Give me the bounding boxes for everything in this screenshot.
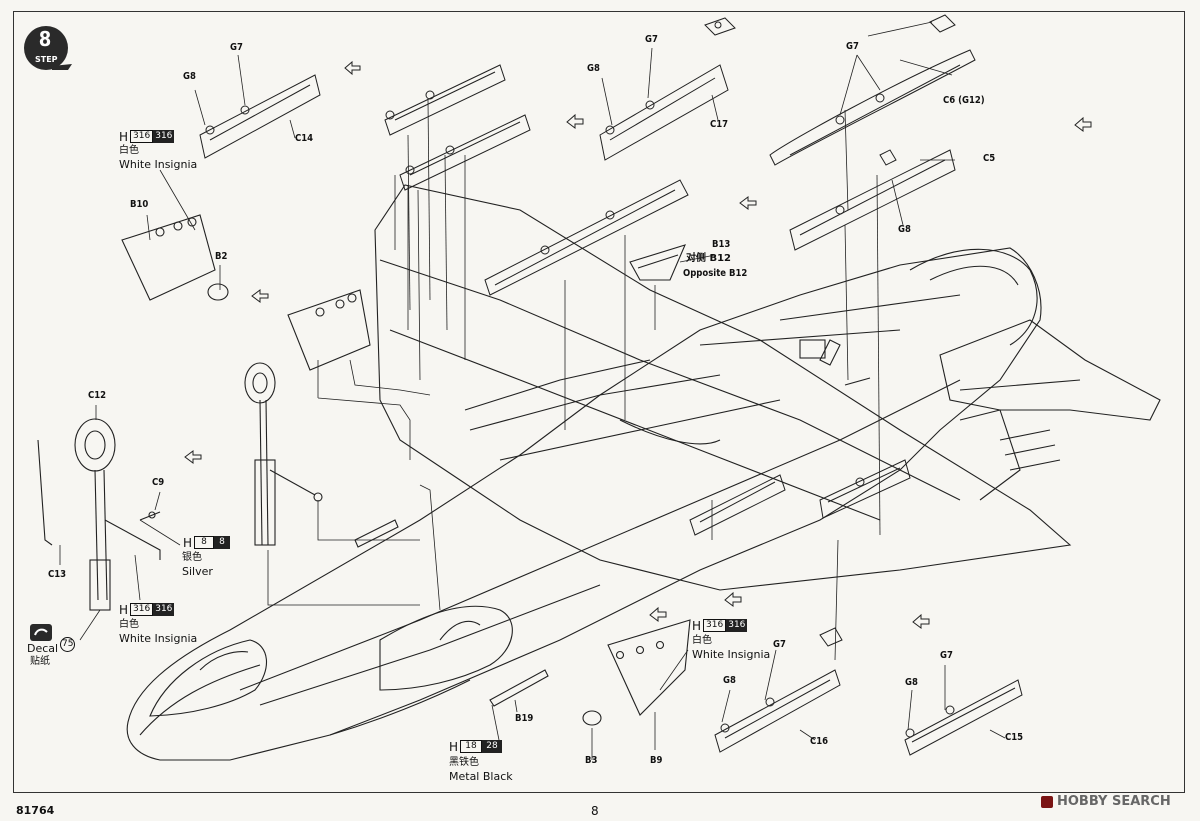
watermark: HOBBY SEARCH — [1041, 794, 1171, 809]
aircraft-tailplane — [799, 319, 1161, 421]
part-label: B10 — [130, 199, 149, 210]
part-label: C16 — [810, 736, 829, 747]
step-number: 8 — [38, 27, 52, 51]
decal-label-en: Decal — [27, 642, 59, 655]
part-label: G8 — [905, 677, 918, 688]
part-label: C17 — [710, 119, 729, 130]
part-label: C15 — [1005, 732, 1024, 743]
paint-name-cn: 白色 — [692, 635, 712, 646]
decal-label-cn: 贴纸 — [30, 656, 50, 667]
part-label: G7 — [645, 34, 658, 45]
paint-brand: H — [449, 739, 459, 754]
part-label: B3 — [585, 755, 598, 766]
part-label: G8 — [898, 224, 911, 235]
paint-name-en: White Insignia — [119, 158, 198, 171]
paint-name-en: Silver — [182, 565, 213, 578]
part-label: G7 — [940, 650, 953, 661]
kit-number: 81764 — [16, 804, 55, 817]
paint-code-outline: 8 — [194, 536, 215, 549]
paint-name-en: White Insignia — [119, 632, 198, 645]
part-label: G8 — [587, 63, 600, 74]
part-label: G7 — [230, 42, 243, 53]
paint-code-fill: 316 — [153, 603, 175, 616]
part-label: C6 (G12) — [943, 95, 985, 106]
part-label: Opposite B12 — [683, 268, 748, 279]
paint-code-outline: 18 — [460, 740, 483, 753]
paint-code-outline: 316 — [130, 130, 154, 143]
paint-brand: H — [692, 618, 702, 633]
part-label: B19 — [515, 713, 534, 724]
paint-brand: H — [119, 602, 129, 617]
aircraft-wing — [374, 184, 1072, 591]
paint-code-fill: 28 — [482, 740, 503, 753]
paint-name-cn: 白色 — [119, 145, 139, 156]
part-label: G7 — [846, 41, 859, 52]
decal-callout — [29, 623, 57, 647]
watermark-logo-icon — [1041, 795, 1053, 808]
paint-code: H 316 316 — [119, 129, 175, 144]
paint-code: H 18 28 — [449, 739, 503, 754]
paint-code-outline: 316 — [130, 603, 154, 616]
paint-brand: H — [119, 129, 129, 144]
part-label: 对侧 B12 — [686, 253, 732, 264]
landing-gear — [37, 214, 691, 726]
page-number: 8 — [591, 804, 599, 818]
part-label: B9 — [650, 755, 663, 766]
decal-number: 75 — [62, 639, 74, 649]
part-label: C12 — [88, 390, 107, 401]
direction-arrows — [184, 60, 1092, 629]
part-label: C9 — [152, 477, 165, 488]
part-label: C13 — [48, 569, 67, 580]
step-badge-icon — [24, 26, 72, 70]
paint-name-cn: 银色 — [182, 552, 202, 563]
decal-icon — [30, 624, 52, 641]
part-label: B2 — [215, 251, 228, 262]
paint-code-outline: 316 — [703, 619, 727, 632]
paint-name-en: Metal Black — [449, 770, 513, 783]
part-label: G8 — [723, 675, 736, 686]
paint-code: H 316 316 — [119, 602, 175, 617]
decal-number-circle — [60, 637, 75, 652]
paint-code: H 8 8 — [183, 535, 231, 550]
paint-name-cn: 白色 — [119, 619, 139, 630]
paint-code-fill: 8 — [214, 536, 231, 549]
paint-name-cn: 黑铁色 — [449, 757, 479, 768]
paint-code: H 316 316 — [692, 618, 748, 633]
page-border — [13, 11, 1185, 793]
part-label: G8 — [183, 71, 196, 82]
part-label: C14 — [295, 133, 314, 144]
step-word: STEP — [35, 55, 58, 64]
paint-code-fill: 316 — [153, 130, 175, 143]
part-label: G7 — [773, 639, 786, 650]
watermark-text: HOBBY SEARCH — [1057, 794, 1171, 809]
aircraft-fuselage — [126, 247, 1042, 761]
paint-name-en: White Insignia — [692, 648, 771, 661]
part-label: C5 — [983, 153, 996, 164]
leader-lines — [59, 21, 1006, 760]
step-badge — [18, 24, 76, 74]
paint-brand: H — [183, 535, 193, 550]
paint-code-fill: 316 — [726, 619, 748, 632]
part-label: B13 — [712, 239, 731, 250]
